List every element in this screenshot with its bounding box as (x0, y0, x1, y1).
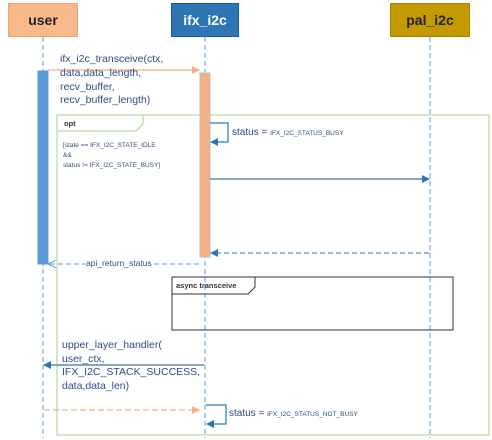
label-status-busy: status = IFX_I2C_STATUS_BUSY (232, 127, 344, 140)
opt-guard: [state == IFX_I2C_STATE_IDLE && status !… (63, 141, 160, 171)
participant-user-label: user (28, 12, 58, 28)
arrow-self-status-busy (210, 122, 229, 146)
upper-handler-line-3: IFX_I2C_STACK_SUCCESS, (62, 366, 201, 378)
participant-user: user (8, 3, 78, 37)
status-busy-value: IFX_I2C_STATUS_BUSY (270, 130, 344, 137)
transceive-line-3: recv_buffer, (60, 80, 115, 93)
opt-frame (56, 114, 490, 436)
status-busy-prefix: status = (232, 127, 271, 138)
async-label: async transceive (176, 281, 237, 290)
async-frame (171, 276, 454, 331)
async-frame-tab (172, 276, 256, 295)
label-api-return: api_return_status (85, 258, 153, 268)
label-upper-handler: upper_layer_handler( user_ctx, IFX_I2C_S… (62, 339, 200, 393)
status-not-busy-prefix: status = (229, 408, 268, 419)
api-return-text: api_return_status (86, 258, 152, 268)
label-transceive-call: ifx_i2c_transceive(ctx, (60, 53, 163, 67)
upper-handler-line-2: user_ctx, (62, 352, 105, 365)
status-not-busy-value: IFX_I2C_STATUS_NOT_BUSY (267, 411, 358, 418)
participant-ifx-i2c: ifx_i2c (171, 3, 239, 37)
opt-guard-line-3: status != IFX_I2C_STATE_BUSY] (63, 162, 161, 169)
label-status-not-busy: status = IFX_I2C_STATUS_NOT_BUSY (229, 408, 358, 421)
participant-pal-i2c-label: pal_i2c (406, 12, 454, 28)
upper-handler-line-4: data,data_len) (62, 379, 130, 392)
participant-ifx-i2c-label: ifx_i2c (183, 12, 227, 28)
opt-label: opt (64, 119, 76, 128)
arrow-self-status-not-busy (206, 404, 227, 428)
transceive-line-2: data,data_length, (60, 67, 142, 79)
activation-user (37, 70, 49, 265)
label-transceive-args: data,data_length, recv_buffer, recv_buff… (60, 67, 150, 108)
transceive-line-4: recv_buffer_length) (60, 94, 151, 106)
activation-ifx-i2c (199, 72, 211, 258)
opt-guard-line-2: && (63, 152, 72, 159)
upper-handler-line-1: upper_layer_handler( (62, 339, 162, 351)
transceive-line-1: ifx_i2c_transceive(ctx, (60, 53, 164, 65)
opt-guard-line-1: [state == IFX_I2C_STATE_IDLE (63, 142, 156, 149)
opt-frame-tab (57, 114, 144, 132)
participant-pal-i2c: pal_i2c (390, 3, 470, 37)
